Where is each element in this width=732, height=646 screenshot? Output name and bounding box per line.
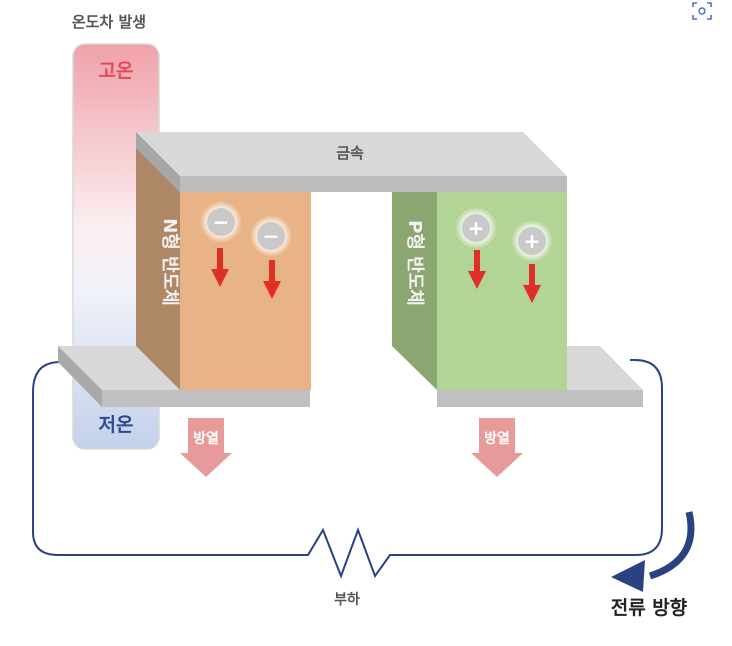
svg-text:+: +	[524, 229, 541, 253]
hole-2: +	[511, 220, 553, 262]
heat-dissipation-arrow-right: 방열	[471, 418, 523, 477]
bottom-right-plate-top	[567, 346, 643, 390]
current-direction-label: 전류 방향	[611, 597, 688, 619]
svg-text:방열: 방열	[193, 430, 219, 447]
metal-plate-front	[180, 176, 567, 192]
svg-text:−: −	[263, 224, 280, 248]
metal-plate-top	[136, 132, 567, 176]
current-direction-arrow	[648, 511, 695, 580]
n-type-block	[180, 192, 311, 390]
p-type-label: P형 반도체	[404, 220, 425, 306]
svg-text:−: −	[213, 210, 230, 234]
metal-label: 금속	[336, 144, 364, 162]
hot-label: 고온	[99, 60, 134, 82]
bottom-left-plate-side	[58, 346, 102, 407]
n-type-side	[136, 148, 180, 390]
electron-1: −	[200, 201, 242, 243]
hole-down-arrow-1	[468, 250, 486, 289]
bottom-right-plate-front	[437, 390, 643, 407]
electron-down-arrow-2	[263, 260, 281, 299]
electron-2: −	[250, 215, 292, 257]
circuit-wire	[32, 359, 663, 579]
scan-icon[interactable]	[690, 0, 714, 22]
current-direction-arrowhead	[611, 560, 645, 592]
load-label: 부하	[334, 591, 360, 608]
temperature-difference-title: 온도차 발생	[72, 13, 146, 31]
heat-dissipation-arrow-left: 방열	[180, 418, 232, 477]
p-type-side	[392, 192, 437, 390]
electron-down-arrow-1	[211, 248, 229, 287]
hole-1: +	[455, 207, 497, 249]
metal-plate-side	[136, 132, 180, 192]
svg-text:방열: 방열	[484, 430, 510, 447]
cold-label: 저온	[99, 414, 134, 436]
n-type-label: N형 반도체	[159, 218, 180, 306]
hole-down-arrow-2	[523, 264, 541, 303]
svg-text:+: +	[468, 216, 485, 240]
bottom-left-plate-front	[102, 390, 310, 407]
bottom-left-plate-top	[58, 346, 180, 390]
